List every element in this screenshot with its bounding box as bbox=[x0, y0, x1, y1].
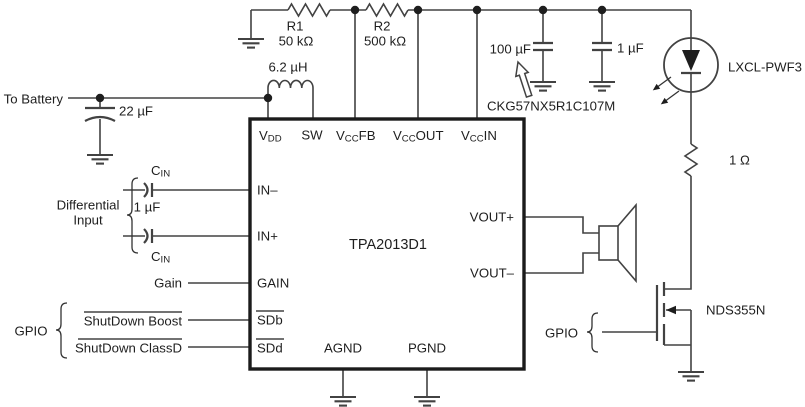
resistor-1ohm-symbol bbox=[683, 143, 699, 177]
pin-vccout-base: V bbox=[393, 128, 402, 143]
pin-vccin: VCCIN bbox=[461, 128, 497, 144]
pin-vdd: VDD bbox=[259, 128, 282, 144]
junction-dot bbox=[597, 5, 607, 15]
control-wires bbox=[188, 282, 250, 348]
pin-vccfb-base: V bbox=[336, 128, 345, 143]
led-emission-arrows-icon bbox=[652, 76, 680, 105]
pin-in-plus: IN+ bbox=[257, 229, 278, 244]
input-capacitor-top-symbol bbox=[143, 182, 154, 198]
ground-symbol bbox=[412, 395, 442, 407]
r1-ref: R1 bbox=[287, 19, 304, 34]
pin-vout-plus: VOUT+ bbox=[470, 210, 515, 225]
pin-vdd-sub: DD bbox=[268, 133, 282, 144]
pin-vccout-sub: CC bbox=[402, 133, 416, 144]
shutdown-boost-label: ShutDown Boost bbox=[84, 314, 183, 329]
pin-vccfb-sub: CC bbox=[345, 133, 359, 144]
pin-sdd: SDd bbox=[257, 341, 283, 356]
cap-100uf-value: 100 µF bbox=[490, 42, 531, 57]
pin-pgnd: PGND bbox=[408, 341, 446, 356]
cin-bottom-base: C bbox=[151, 249, 161, 264]
pin-sdb: SDb bbox=[257, 313, 283, 328]
gain-label: Gain bbox=[154, 276, 182, 291]
resistor-1ohm-value: 1 Ω bbox=[729, 153, 750, 168]
ic-body bbox=[248, 117, 526, 371]
junction-dot bbox=[263, 93, 273, 103]
ground-symbol bbox=[236, 37, 266, 49]
cap-22uf-value: 22 µF bbox=[119, 104, 153, 119]
pin-vccout-rest: OUT bbox=[416, 128, 444, 143]
resistor-r1-symbol bbox=[287, 3, 331, 17]
mosfet-part-number: NDS355N bbox=[706, 303, 765, 318]
junction-dot bbox=[350, 5, 360, 15]
pin-sw: SW bbox=[301, 128, 323, 143]
differential-input-brace bbox=[126, 177, 139, 254]
r2-value: 500 kΩ bbox=[364, 34, 406, 49]
resistor-r2-symbol bbox=[365, 3, 409, 17]
cin-top-base: C bbox=[151, 163, 161, 178]
ground-symbol bbox=[528, 80, 558, 92]
junction-dots bbox=[95, 5, 607, 103]
r1-value: 50 kΩ bbox=[279, 34, 314, 49]
ground-symbol bbox=[676, 370, 706, 382]
gpio-right-brace bbox=[586, 312, 599, 353]
pin-vdd-base: V bbox=[259, 128, 268, 143]
junction-dot bbox=[413, 5, 423, 15]
differential-input-label-line1: Differential bbox=[57, 198, 120, 213]
ground-symbol bbox=[587, 80, 617, 92]
output-wires bbox=[524, 216, 599, 274]
inductor-symbol bbox=[267, 79, 314, 119]
to-battery-label: To Battery bbox=[4, 92, 64, 107]
mosfet-symbol bbox=[655, 282, 692, 372]
differential-input-label-line2: Input bbox=[73, 213, 103, 228]
inductor-value: 6.2 µH bbox=[268, 60, 307, 75]
part-callout-arrow-icon bbox=[514, 60, 533, 99]
cap-1uf-value: 1 µF bbox=[617, 41, 644, 56]
cin-top-label: CIN bbox=[151, 163, 170, 179]
capacitor-22uf-symbol bbox=[84, 106, 116, 122]
input-capacitor-bottom-symbol bbox=[143, 228, 154, 244]
input-cap-value: 1 µF bbox=[134, 200, 161, 215]
led-part-number: LXCL-PWF3 bbox=[728, 60, 802, 75]
battery-wire bbox=[68, 88, 269, 155]
speaker-icon bbox=[598, 202, 637, 284]
pin-vccin-sub: CC bbox=[470, 133, 484, 144]
pin-gain: GAIN bbox=[257, 276, 289, 291]
shutdown-classd-label: ShutDown ClassD bbox=[75, 341, 182, 356]
led-symbol bbox=[652, 37, 719, 105]
active-low-overlines bbox=[78, 310, 284, 340]
gpio-right-label: GPIO bbox=[545, 326, 578, 341]
pin-vout-minus: VOUT– bbox=[470, 266, 515, 281]
ic-ground-wires bbox=[342, 369, 428, 397]
pin-vccout: VCCOUT bbox=[393, 128, 444, 144]
ground-symbol bbox=[85, 153, 115, 165]
r2-ref: R2 bbox=[374, 19, 391, 34]
pin-agnd: AGND bbox=[324, 341, 362, 356]
junction-dot bbox=[472, 5, 482, 15]
wire-network bbox=[68, 9, 692, 397]
gpio-left-brace bbox=[55, 302, 68, 359]
ground-symbol bbox=[328, 395, 358, 407]
junction-dot bbox=[538, 5, 548, 15]
cin-top-sub: IN bbox=[161, 168, 171, 179]
pin-vccin-rest: IN bbox=[484, 128, 497, 143]
cap-drop-wires bbox=[542, 10, 603, 82]
input-wires bbox=[123, 189, 250, 237]
pin-vccin-base: V bbox=[461, 128, 470, 143]
pin-in-minus: IN– bbox=[257, 183, 278, 198]
capacitor-100uf-symbol bbox=[533, 41, 553, 52]
junction-dot bbox=[95, 93, 105, 103]
cap-100uf-part-number: CKG57NX5R1C107M bbox=[487, 99, 615, 114]
ic-name: TPA2013D1 bbox=[349, 237, 427, 253]
pin-vccfb-rest: FB bbox=[359, 128, 376, 143]
pin-vccfb: VCCFB bbox=[336, 128, 376, 144]
gpio-left-label: GPIO bbox=[15, 324, 48, 339]
capacitor-1uf-symbol bbox=[592, 41, 612, 52]
cin-bottom-label: CIN bbox=[151, 249, 170, 265]
led-string-wire bbox=[664, 92, 692, 290]
top-rail-wire bbox=[250, 9, 692, 119]
cin-bottom-sub: IN bbox=[161, 254, 171, 265]
